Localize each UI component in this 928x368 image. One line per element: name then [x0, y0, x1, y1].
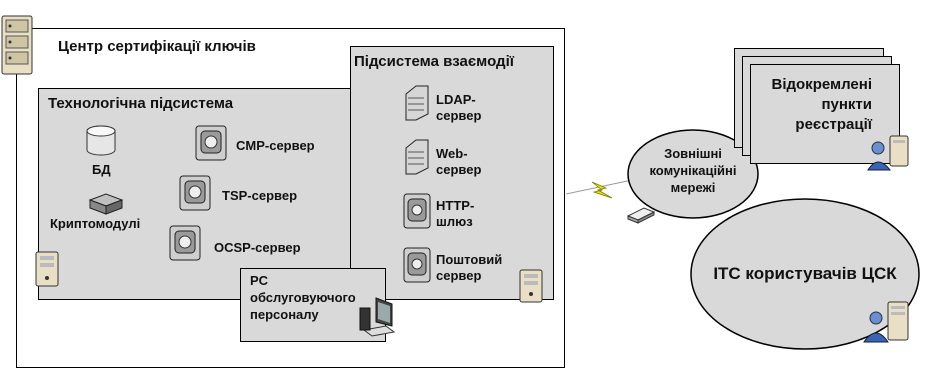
registration-line-3: реєстрації — [795, 116, 872, 133]
db-label: БД — [92, 162, 111, 177]
itc-users-ellipse — [690, 198, 920, 350]
registration-line-2: пункти — [821, 96, 872, 113]
tsp-server-icon — [179, 175, 211, 211]
staff-pc-line-3: персоналу — [250, 307, 319, 322]
database-icon — [86, 125, 116, 156]
itc-user-icon — [863, 301, 909, 343]
http-gateway-icon — [403, 193, 431, 229]
web-label-1: Web- — [436, 146, 468, 161]
server-rack-icon — [1, 15, 33, 75]
http-label-1: HTTP- — [436, 198, 475, 213]
external-networks-line-3: мережі — [670, 180, 716, 195]
ldap-label-1: LDAP- — [436, 92, 476, 107]
cmp-server-label: CMP-сервер — [236, 138, 315, 153]
http-label-2: шлюз — [436, 214, 473, 229]
web-label-2: сервер — [436, 162, 482, 177]
interaction-subsystem-title: Підсистема взаємодії — [354, 53, 514, 70]
external-networks-ellipse — [627, 129, 759, 219]
ocsp-server-icon — [169, 225, 201, 261]
itc-users-label: ІТС користувачів ЦСК — [713, 264, 897, 283]
mail-label-2: сервер — [436, 268, 482, 283]
tsp-server-label: TSP-сервер — [222, 188, 298, 203]
crypto-module-icon — [88, 193, 124, 215]
registration-user-icon — [867, 135, 909, 171]
mail-label-1: Поштовий — [436, 252, 503, 267]
staff-pc-line-1: PC — [250, 273, 269, 288]
pc-monitor-icon — [359, 297, 396, 337]
lightning-link-icon — [566, 179, 633, 199]
modem-icon — [626, 207, 656, 224]
mail-server-icon — [403, 247, 431, 283]
external-networks-line-1: Зовнішні — [664, 146, 722, 161]
crypto-label: Криптомодулі — [50, 216, 141, 231]
staff-pc-line-2: обслуговуючого — [250, 290, 356, 305]
interaction-subsystem-panel — [350, 46, 554, 300]
interaction-tower-icon — [519, 269, 543, 303]
cmp-server-icon — [195, 125, 227, 161]
web-server-icon — [405, 139, 429, 175]
ocsp-server-label: OCSP-сервер — [214, 240, 301, 255]
external-networks-line-2: комунікаційні — [649, 163, 737, 178]
technological-subsystem-title: Технологічна підсистема — [48, 95, 234, 112]
registration-sheet-front — [750, 64, 900, 164]
ldap-label-2: сервер — [436, 108, 482, 123]
ldap-server-icon — [405, 85, 429, 121]
registration-line-1: Відокремлені — [771, 76, 873, 93]
certification-center-title: Центр сертифікації ключів — [58, 38, 256, 55]
workstation-tower-icon — [35, 251, 59, 287]
